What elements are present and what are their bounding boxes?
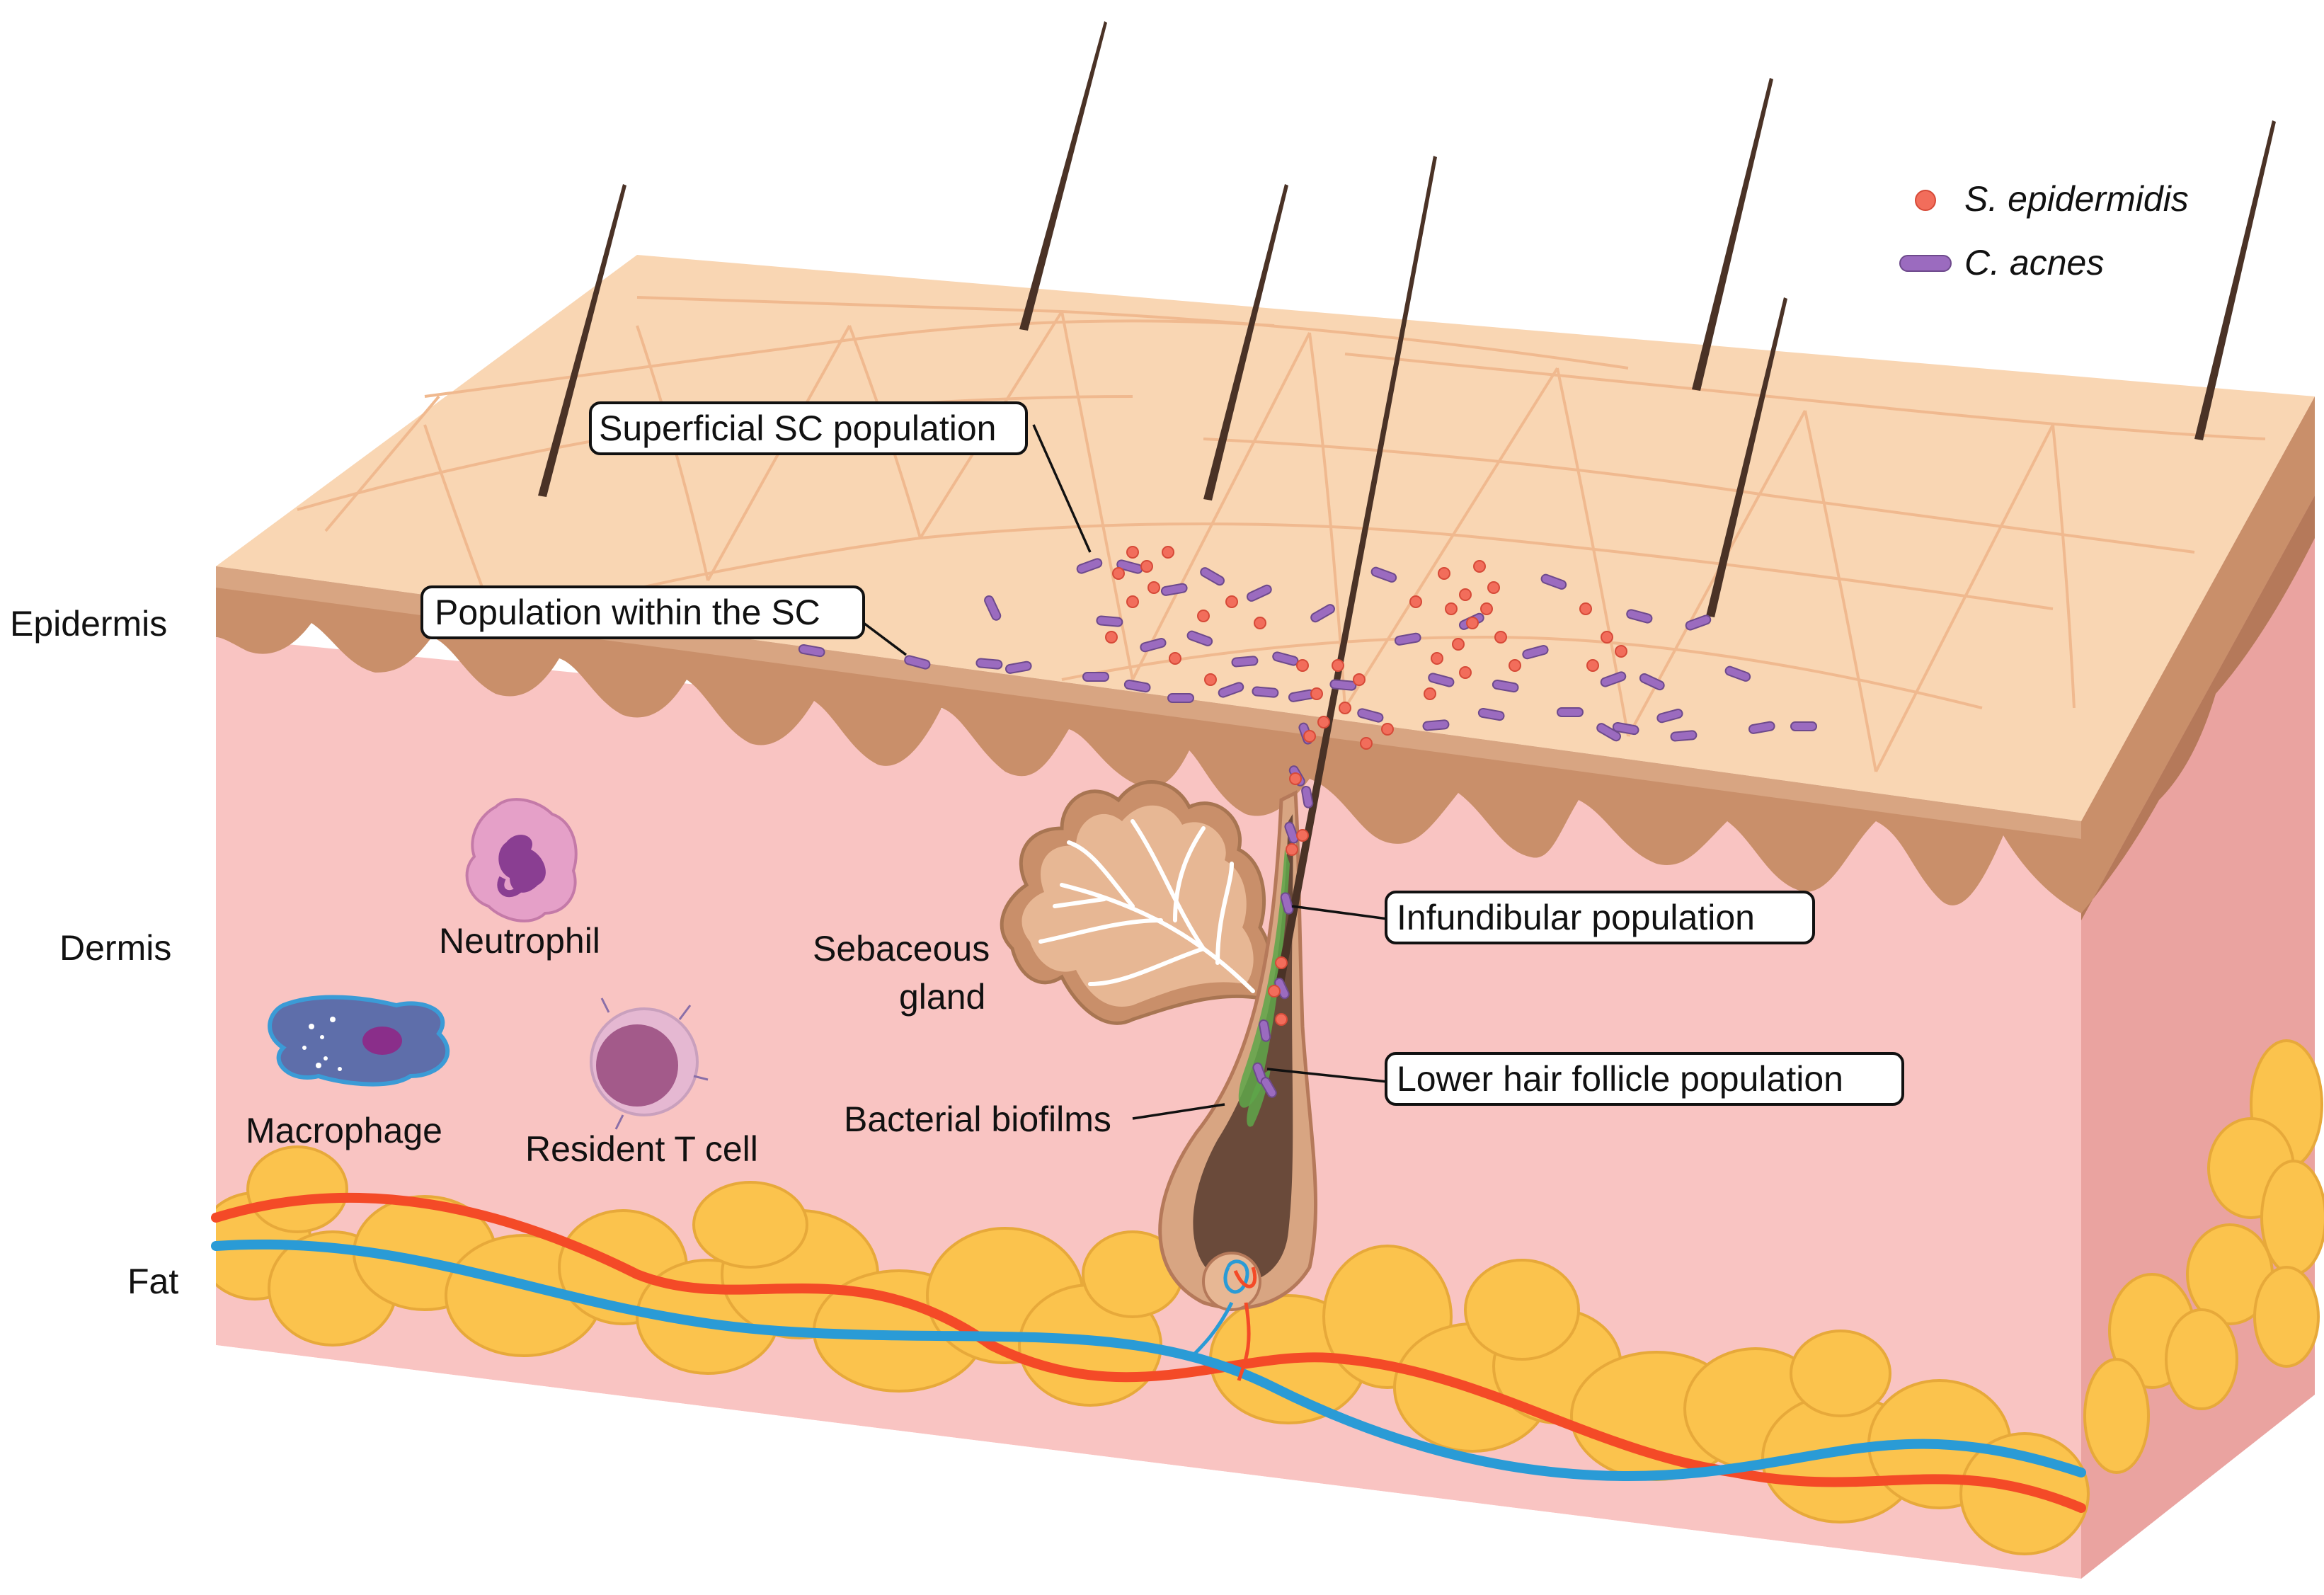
s-epidermidis-legend-label: S. epidermidis (1964, 179, 2189, 219)
neutrophil-label: Neutrophil (439, 921, 600, 961)
legend: S. epidermidis C. acnes (1899, 179, 2189, 282)
sebaceous-gland (1000, 780, 1273, 1025)
callout-superficial: Superficial SC population (589, 401, 1028, 455)
hair-follicle (1158, 156, 1437, 1381)
biofilms-label: Bacterial biofilms (844, 1099, 1111, 1139)
c-acnes-legend-label: C. acnes (1964, 243, 2104, 282)
t-cell-label: Resident T cell (525, 1129, 758, 1169)
block-right-side (2081, 396, 2324, 1579)
callout-infundibular: Infundibular population (1385, 891, 1815, 944)
neutrophil-cell (465, 798, 578, 922)
svg-text:Infundibular population: Infundibular population (1397, 898, 1755, 937)
callout-lower-follicle: Lower hair follicle population (1385, 1052, 1904, 1106)
dermis-label: Dermis (59, 928, 171, 968)
fat-label: Fat (127, 1262, 178, 1301)
epidermis-label: Epidermis (10, 604, 167, 644)
s-epidermidis-legend-swatch (1915, 190, 1936, 211)
sebaceous-label-line1: Sebaceous (813, 929, 990, 968)
macrophage-label: Macrophage (246, 1111, 442, 1150)
s-epidermidis-bacteria (1105, 546, 1627, 1026)
hairs (538, 21, 2276, 617)
callout-within-sc: Population within the SC (420, 585, 865, 639)
artery (211, 1192, 2086, 1513)
macrophage-cell (268, 995, 450, 1087)
svg-text:Lower hair follicle population: Lower hair follicle population (1397, 1059, 1843, 1099)
svg-text:Population within the SC: Population within the SC (435, 593, 820, 632)
t-cell (590, 997, 709, 1130)
c-acnes-legend-swatch (1899, 255, 1952, 272)
sebaceous-label-line2: gland (899, 977, 985, 1017)
leader-lines (862, 424, 1388, 1120)
svg-text:Superficial SC population: Superficial SC population (599, 408, 996, 448)
